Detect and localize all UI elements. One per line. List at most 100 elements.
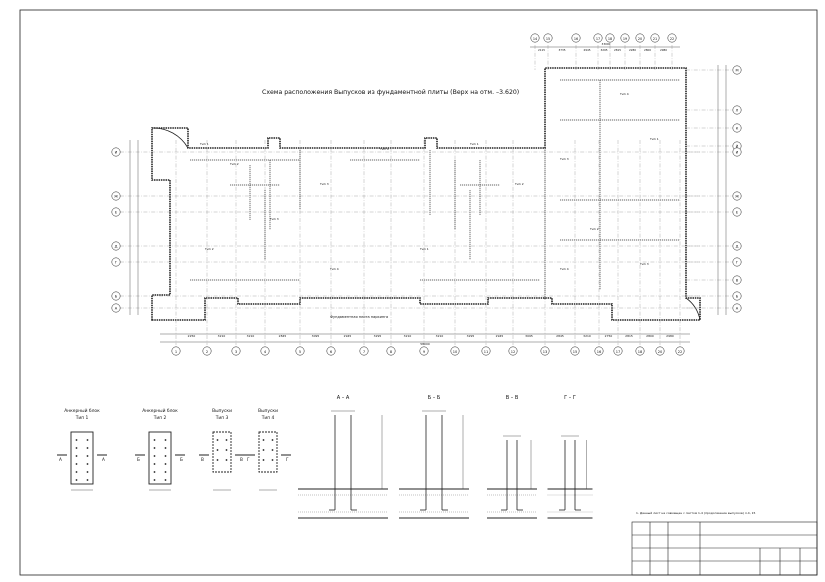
dimension-label: 3295 — [374, 334, 382, 338]
detail-subtitle: Тип 3 — [215, 415, 229, 421]
axis-label: В — [736, 278, 739, 282]
axis-bubble — [231, 346, 241, 356]
tip-label: Тип 2 — [204, 247, 214, 251]
axis-label: 22 — [670, 37, 674, 41]
dimension-label: 2980 — [660, 48, 667, 52]
detail-title: Выпуски — [212, 408, 232, 414]
axis-bubble — [326, 346, 336, 356]
rebar-dot — [164, 463, 167, 465]
tip-label: Тип 3 — [319, 182, 329, 186]
axis-label: 21 — [653, 37, 657, 41]
rebar-dot — [86, 439, 89, 441]
axis-label: 4 — [264, 350, 267, 354]
axis-label: 15 — [573, 350, 578, 354]
axis-label: А — [115, 306, 118, 310]
axis-bubble — [571, 33, 581, 43]
section-title: Б – Б — [428, 395, 441, 401]
axis-label: 14 — [533, 37, 537, 41]
dimension-label: 2250 — [188, 334, 196, 338]
axis-label: 17 — [616, 350, 621, 354]
axis-bubble — [111, 241, 121, 251]
dimension-label: 3210 — [583, 334, 591, 338]
rebar-dot — [164, 455, 167, 457]
axis-label: 22 — [678, 350, 683, 354]
tip-label: Тип 1 — [649, 137, 659, 141]
dimension-label: 2800 — [644, 48, 651, 52]
dimension-label: 2800 — [646, 334, 654, 338]
axis-bubble — [530, 33, 540, 43]
detail-subtitle: Тип 4 — [261, 415, 275, 421]
dimension-label: 2815 — [625, 334, 633, 338]
axis-bubble — [732, 241, 742, 251]
dimension-label: 2980 — [666, 334, 674, 338]
axis-bubble — [260, 346, 270, 356]
axis-label: 11 — [484, 350, 489, 354]
axis-bubble — [635, 33, 645, 43]
tip-label: Тип 1 — [419, 247, 429, 251]
axis-label: 20 — [638, 37, 642, 41]
axis-bubble — [111, 207, 121, 217]
axis-label: 10 — [453, 350, 458, 354]
dimension-label: 2815 — [614, 48, 621, 52]
axis-bubble — [732, 65, 742, 75]
axis-label: Б — [736, 294, 739, 298]
axis-bubble — [295, 346, 305, 356]
axis-bubble — [732, 257, 742, 267]
dimension-label: 3295 — [600, 48, 607, 52]
detail-title: Анкерный блок — [64, 407, 100, 414]
axis-label: 5 — [299, 350, 301, 354]
cut-letter: А — [59, 457, 62, 462]
axis-label: 16 — [597, 350, 602, 354]
axis-label: Й — [736, 143, 739, 148]
dimension-label: 3210 — [218, 334, 226, 338]
rebar-dot — [75, 439, 78, 441]
axis-label: М — [735, 68, 738, 72]
axis-bubble — [732, 105, 742, 115]
detail-subtitle: Тип 1 — [75, 415, 89, 421]
axis-label: Ж — [735, 194, 739, 198]
dimension-label: 2945 — [496, 334, 504, 338]
rebar-dot — [164, 447, 167, 449]
axis-bubble — [481, 346, 491, 356]
axis-label: 8 — [390, 350, 393, 354]
rebar-dot — [225, 439, 228, 441]
axis-bubble — [508, 346, 518, 356]
axis-bubble — [605, 33, 615, 43]
tip-label: Тип 2 — [229, 162, 239, 166]
axis-label: 16 — [574, 37, 578, 41]
rebar-dot — [164, 439, 167, 441]
rebar-dot — [216, 439, 219, 441]
dimension-label: 2280 — [629, 48, 636, 52]
rebar-dot — [153, 479, 156, 481]
wall-label: Фундаментная плита паркинга — [330, 315, 388, 319]
rebar-dot — [75, 455, 78, 457]
axis-bubble — [202, 346, 212, 356]
sheet-frame — [19, 9, 818, 576]
axis-label: Ж — [114, 194, 118, 198]
dimension-label: 2845 — [556, 334, 564, 338]
dimension-label: 3210 — [404, 334, 412, 338]
tip-label: Тип 4 — [379, 147, 389, 151]
rebar-dot — [75, 463, 78, 465]
axis-label: 18 — [608, 37, 612, 41]
dimension-label: 3735 — [558, 48, 565, 52]
rebar-dot — [75, 471, 78, 473]
axis-bubble — [111, 191, 121, 201]
detail-outline — [212, 431, 232, 473]
rebar-dot — [86, 463, 89, 465]
axis-bubble — [732, 303, 742, 313]
cut-letter: Б — [137, 457, 140, 462]
rebar-dot — [216, 449, 219, 451]
axis-bubble — [386, 346, 396, 356]
dimension-label: 2115 — [538, 48, 545, 52]
rebar-dot — [86, 471, 89, 473]
axis-label: 15 — [546, 37, 550, 41]
axis-label: И — [736, 150, 739, 154]
rebar-dot — [271, 459, 274, 461]
tip-label: Тип 2 — [514, 182, 524, 186]
axis-bubble — [650, 33, 660, 43]
axis-label: Г — [736, 260, 738, 264]
cut-letter: А — [102, 457, 105, 462]
